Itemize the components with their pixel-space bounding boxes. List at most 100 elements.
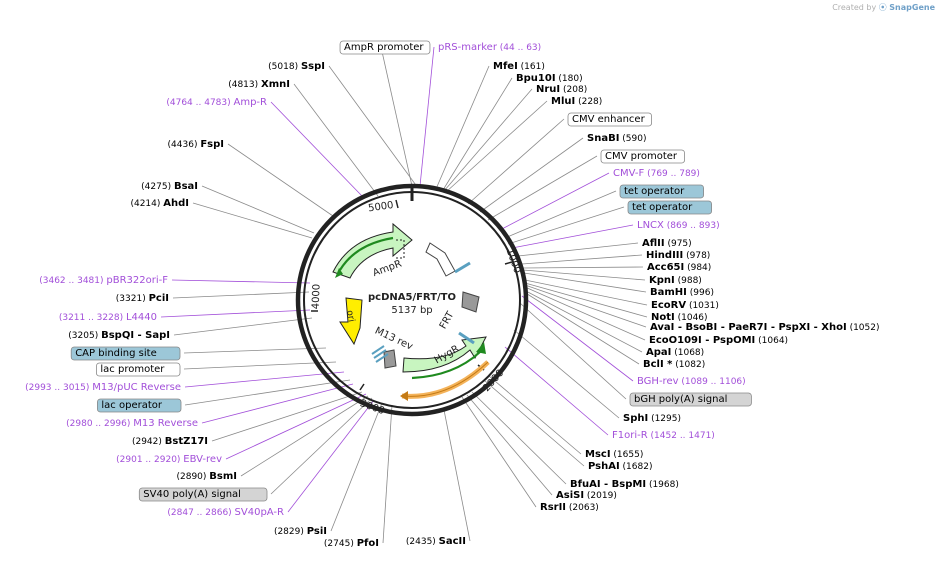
leader-line	[523, 291, 640, 365]
white-feature-arrow	[425, 242, 456, 277]
site-name: AsiSI	[556, 490, 584, 501]
feature-label[interactable]: tet operator	[619, 184, 704, 199]
enzyme-label[interactable]: EcoRV (1031)	[651, 300, 719, 311]
leader-line	[484, 380, 585, 467]
feature-box	[339, 40, 431, 55]
site-name: BclI *	[643, 359, 673, 370]
enzyme-label[interactable]: AvaI - BsoBI - PaeR7I - PspXI - XhoI (10…	[650, 322, 880, 333]
enzyme-label[interactable]: RsrII (2063)	[540, 502, 599, 513]
enzyme-label[interactable]: NotI (1046)	[651, 312, 708, 323]
feature-label[interactable]: lac operator	[97, 398, 182, 413]
enzyme-label[interactable]: Acc65I (984)	[647, 262, 711, 273]
site-position: (975)	[665, 239, 692, 249]
site-label-text: SphI (1295)	[623, 413, 681, 424]
site-name: pBR322ori-F	[106, 275, 168, 286]
site-name: CMV-F	[613, 168, 644, 179]
enzyme-label[interactable]: HindIII (978)	[646, 250, 710, 261]
site-position: (1452 .. 1471)	[648, 431, 715, 441]
leader-line	[192, 202, 313, 239]
enzyme-label[interactable]: MluI (228)	[551, 96, 602, 107]
feature-label[interactable]: lac promoter	[96, 362, 181, 377]
primer-label[interactable]: F1ori-R (1452 .. 1471)	[612, 430, 715, 441]
enzyme-label[interactable]: (5018) SspI	[268, 61, 325, 72]
hygr-feature-arrow[interactable]	[402, 336, 487, 373]
feature-box	[567, 112, 652, 127]
enzyme-label[interactable]: MscI (1655)	[585, 449, 643, 460]
site-position: (3205)	[68, 331, 101, 341]
enzyme-label[interactable]: (4275) BsaI	[141, 181, 198, 192]
site-name: MfeI	[493, 61, 518, 72]
feature-label[interactable]: CAP binding site	[70, 346, 181, 361]
site-name: AflII	[642, 238, 665, 249]
site-label-text: (4764 .. 4783) Amp-R	[166, 97, 267, 108]
primer-label[interactable]: (4764 .. 4783) Amp-R	[166, 97, 267, 108]
feature-label[interactable]: CMV promoter	[600, 149, 685, 164]
site-label-text: (4813) XmnI	[228, 79, 290, 90]
feature-label[interactable]: SV40 poly(A) signal	[138, 487, 268, 502]
feature-box-text: tet operator	[624, 186, 685, 197]
enzyme-label[interactable]: (2829) PsiI	[274, 526, 327, 537]
feature-label[interactable]: tet operator	[627, 200, 712, 215]
enzyme-label[interactable]: BclI * (1082)	[643, 359, 705, 370]
enzyme-label[interactable]: (3321) PciI	[116, 293, 169, 304]
leader-line	[499, 172, 610, 231]
leader-line	[435, 65, 490, 190]
site-name: SphI	[623, 413, 648, 424]
enzyme-label[interactable]: PshAI (1682)	[588, 461, 652, 472]
enzyme-label[interactable]: (4214) AhdI	[130, 198, 189, 209]
enzyme-label[interactable]: AflII (975)	[642, 238, 692, 249]
site-name: L4440	[126, 312, 157, 323]
enzyme-label[interactable]: SnaBI (590)	[587, 133, 646, 144]
primer-label[interactable]: (3462 .. 3481) pBR322ori-F	[39, 275, 168, 286]
primer-label[interactable]: pRS-marker (44 .. 63)	[438, 42, 541, 53]
leader-line	[330, 402, 383, 532]
feature-label[interactable]: bGH poly(A) signal	[629, 392, 752, 407]
primer-label[interactable]: (2847 .. 2866) SV40pA-R	[167, 507, 284, 518]
site-position: (4275)	[141, 182, 174, 192]
enzyme-label[interactable]: SphI (1295)	[623, 413, 681, 424]
leader-line	[504, 190, 617, 239]
enzyme-label[interactable]: (2435) SacII	[406, 536, 466, 547]
site-name: Acc65I	[647, 262, 684, 273]
enzyme-label[interactable]: (3205) BspQI - SapI	[68, 330, 170, 341]
site-position: (5018)	[268, 62, 301, 72]
site-name: AhdI	[163, 198, 189, 209]
enzyme-label[interactable]: AsiSI (2019)	[556, 490, 617, 501]
primer-label[interactable]: (2980 .. 2996) M13 Reverse	[66, 418, 198, 429]
site-label-text: (5018) SspI	[268, 61, 325, 72]
feature-label[interactable]: AmpR promoter	[339, 40, 431, 55]
enzyme-label[interactable]: (4436) FspI	[168, 139, 224, 150]
site-position: (590)	[619, 134, 646, 144]
enzyme-label[interactable]: (4813) XmnI	[228, 79, 290, 90]
enzyme-label[interactable]: (2890) BsmI	[176, 471, 237, 482]
primer-label[interactable]: CMV-F (769 .. 789)	[613, 168, 700, 179]
enzyme-label[interactable]: BfuAI - BspMI (1968)	[570, 479, 679, 490]
site-position: (3321)	[116, 294, 149, 304]
enzyme-label[interactable]: (2942) BstZ17I	[132, 436, 208, 447]
primer-label[interactable]: (2993 .. 3015) M13/pUC Reverse	[25, 382, 181, 393]
hygr-orf-line	[411, 351, 481, 380]
enzyme-label[interactable]: NruI (208)	[536, 84, 587, 95]
ori-feature-arrow[interactable]	[339, 297, 363, 346]
site-position: (1089 .. 1106)	[679, 377, 746, 387]
enzyme-label[interactable]: BamHI (996)	[650, 287, 714, 298]
site-position: (984)	[684, 263, 711, 273]
feature-box	[627, 200, 712, 215]
enzyme-label[interactable]: (2745) PfoI	[324, 538, 379, 549]
leader-line	[517, 242, 639, 257]
watermark-prefix: Created by	[832, 3, 877, 12]
enzyme-label[interactable]: EcoO109I - PspOMI (1064)	[649, 335, 788, 346]
enzyme-label[interactable]: Bpu10I (180)	[516, 73, 583, 84]
enzyme-label[interactable]: ApaI (1068)	[646, 347, 704, 358]
enzyme-label[interactable]: MfeI (161)	[493, 61, 545, 72]
primer-label[interactable]: BGH-rev (1089 .. 1106)	[637, 376, 746, 387]
primer-label[interactable]: (3211 .. 3228) L4440	[59, 312, 157, 323]
enzyme-label[interactable]: KpnI (988)	[649, 275, 702, 286]
ampr-label: AmpR	[371, 258, 403, 279]
primer-label[interactable]: LNCX (869 .. 893)	[637, 220, 720, 231]
site-name: LNCX	[637, 220, 664, 231]
feature-box	[70, 346, 181, 361]
primer-label[interactable]: (2901 .. 2920) EBV-rev	[116, 454, 222, 465]
feature-label[interactable]: CMV enhancer	[567, 112, 652, 127]
site-label-text: F1ori-R (1452 .. 1471)	[612, 430, 715, 441]
